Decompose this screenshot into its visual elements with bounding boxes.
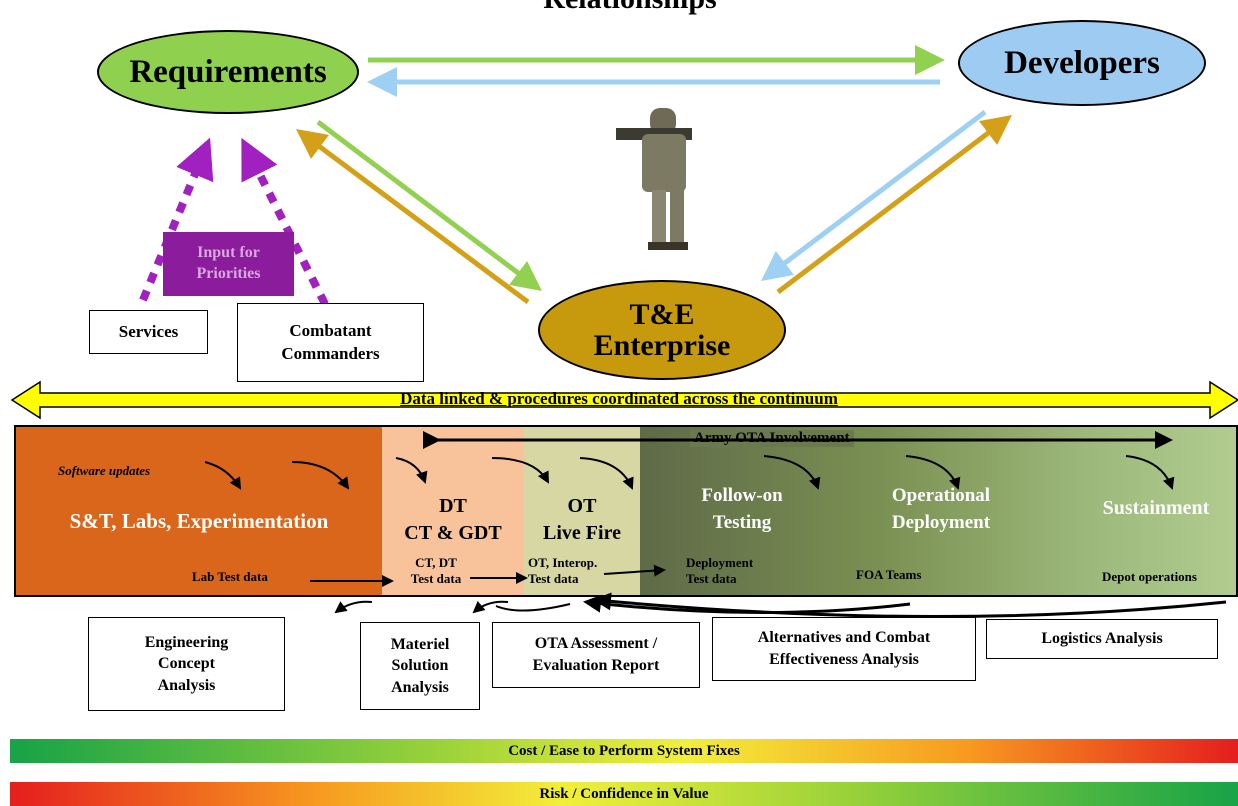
followon-line2: Testing — [712, 511, 772, 533]
ota-line1: OTA Assessment / — [534, 635, 658, 653]
operational-line1: Operational — [891, 485, 991, 506]
ot-line2: Live Fire — [543, 522, 621, 544]
deploy-line2: Test data — [686, 571, 737, 587]
update-arrow — [1125, 455, 1175, 490]
arrow-te-to-req — [295, 129, 530, 305]
lifecycle-band: Software updates S&T, Labs, Experimentat… — [14, 425, 1238, 597]
ot-interop-line1: OT, Interop. — [528, 555, 598, 570]
depot-operations-label: Depot operations — [1102, 569, 1197, 584]
eng-line1: Engineering — [144, 633, 229, 651]
mat-line2: Solution — [391, 657, 449, 675]
ot-interop-data-label: OT, Interop. Test data — [528, 555, 622, 588]
priorities-line2: Priorities — [196, 265, 261, 282]
update-arrow — [579, 457, 634, 490]
dt-segment — [382, 427, 526, 595]
feedback-arrow — [334, 600, 373, 614]
ot-label: OT Live Fire — [524, 493, 640, 547]
ctdt-line1: CT, DT — [415, 555, 457, 570]
dt-line2: CT & GDT — [404, 522, 502, 544]
ota-assessment-box: OTA Assessment / Evaluation Report — [492, 622, 700, 688]
update-arrow — [291, 461, 350, 490]
continuum-label: Data linked & procedures coordinated acr… — [400, 389, 838, 408]
input-for-priorities-box: Input for Priorities — [163, 232, 294, 296]
materiel-solution-analysis-box: Materiel Solution Analysis — [360, 622, 480, 710]
sustainment-label: Sustainment — [1102, 497, 1210, 519]
te-label-line2: Enterprise — [593, 329, 731, 362]
update-arrow — [905, 455, 961, 490]
arrow-services-input — [139, 137, 214, 302]
cost-gradient-bar: Cost / Ease to Perform System Fixes — [10, 739, 1238, 763]
feedback-arrow — [495, 603, 571, 612]
update-arrow — [204, 461, 242, 490]
mat-line1: Materiel — [390, 635, 450, 653]
dt-label: DT CT & GDT — [382, 493, 524, 547]
update-arrow — [395, 457, 428, 484]
alt-line2: Effectiveness Analysis — [769, 651, 919, 668]
alt-line1: Alternatives and Combat — [757, 629, 931, 647]
ot-interop-line2: Test data — [528, 571, 579, 587]
arrow-te-to-dev — [776, 114, 1012, 294]
combatant-line2: Commanders — [281, 343, 380, 363]
logistics-analysis-box: Logistics Analysis — [986, 619, 1218, 659]
operational-line2: Deployment — [891, 511, 991, 533]
dt-line1: DT — [439, 495, 467, 517]
eng-line2: Concept — [158, 655, 215, 673]
st-label: S&T, Labs, Experimentation — [69, 509, 329, 533]
ot-segment — [524, 427, 642, 595]
risk-bar-label: Risk / Confidence in Value — [539, 785, 709, 802]
ctdt-line2: Test data — [410, 571, 462, 587]
software-updates-label: Software updates — [58, 463, 151, 478]
engineering-concept-analysis-box: Engineering Concept Analysis — [88, 617, 285, 711]
combatant-commanders-box: Combatant Commanders — [237, 303, 424, 382]
update-arrow — [763, 455, 821, 490]
combatant-line1: Combatant — [289, 320, 372, 340]
alternatives-combat-analysis-box: Alternatives and Combat Effectiveness An… — [712, 617, 976, 681]
continuum-arrow — [10, 380, 1238, 420]
operational-label: Operational Deployment — [866, 483, 1016, 536]
update-arrow — [491, 457, 549, 484]
developers-node: Developers — [958, 20, 1206, 106]
diagram-title: Relationships — [500, 0, 760, 16]
mat-line3: Analysis — [391, 678, 449, 696]
data-flow-arrow — [603, 564, 666, 577]
ctdt-test-data-label: CT, DT Test data — [396, 555, 476, 588]
foa-teams-label: FOA Teams — [856, 567, 922, 582]
risk-gradient-bar: Risk / Confidence in Value — [10, 782, 1238, 806]
soldier-image — [616, 108, 692, 250]
te-label-line1: T&E — [629, 297, 695, 331]
arrow-dev-to-te — [761, 110, 987, 282]
lab-test-data-label: Lab Test data — [192, 569, 268, 584]
feedback-arrow — [472, 600, 509, 614]
post-ot-segment — [640, 427, 1236, 595]
st-segment — [16, 427, 384, 595]
ot-line1: OT — [567, 495, 597, 517]
feedback-arrow — [593, 592, 1227, 618]
eng-line3: Analysis — [157, 676, 216, 694]
ota-line2: Evaluation Report — [532, 657, 660, 674]
te-enterprise-node: T&E Enterprise — [538, 280, 786, 380]
services-box: Services — [89, 310, 208, 354]
deploy-line1: Deployment — [686, 555, 754, 570]
followon-line1: Follow-on — [701, 485, 783, 506]
priorities-line1: Input for — [197, 244, 260, 262]
followon-label: Follow-on Testing — [672, 483, 812, 536]
arrow-req-to-te — [316, 120, 542, 292]
requirements-node: Requirements — [97, 30, 359, 114]
deployment-data-label: Deployment Test data — [686, 555, 753, 588]
cost-bar-label: Cost / Ease to Perform System Fixes — [508, 742, 740, 759]
